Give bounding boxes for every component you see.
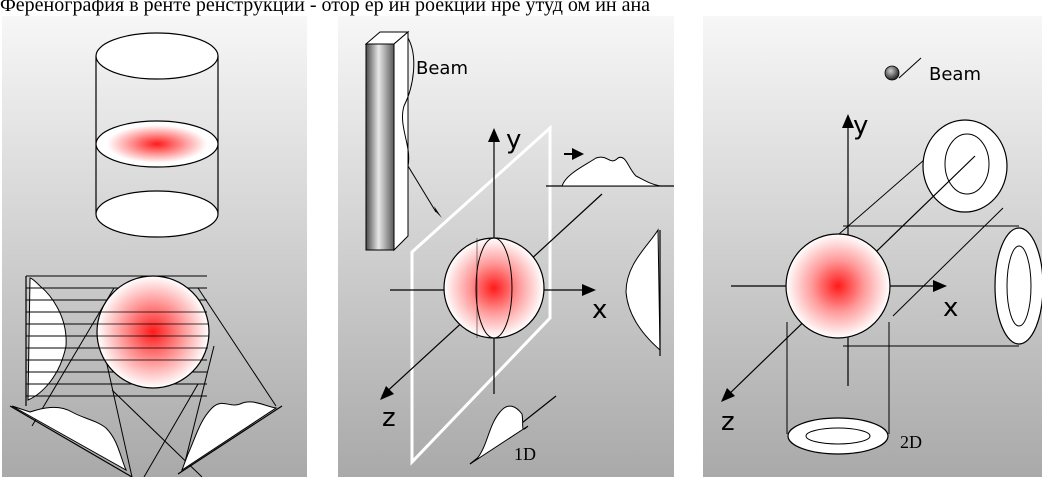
sphere-meridian (475, 237, 513, 339)
cylinder (95, 56, 219, 214)
panel-1d-projection: Beam y x z 1D (338, 16, 674, 477)
x-axis-label: x (943, 293, 958, 323)
slice-red-spot (107, 125, 207, 163)
right-tube-lines (843, 225, 1019, 347)
right-ring-inner (1006, 245, 1032, 327)
beam-label: Beam (929, 64, 981, 85)
beam-bar (364, 30, 410, 252)
z-axis-label: z (721, 407, 735, 437)
object-sphere (443, 237, 545, 339)
projection-arrow (572, 148, 584, 160)
panel-2d-projection: Beam y x z 2D (703, 16, 1042, 477)
beam-label: Beam (416, 58, 468, 79)
object-sphere (96, 275, 210, 389)
right-profile (625, 228, 661, 352)
projection-label: 1D (514, 444, 536, 464)
caption-text: Ференография в ренте ренструкции - отор … (0, 0, 651, 16)
bottom-tube-lines (786, 322, 890, 434)
top-right-profile (561, 156, 661, 187)
x-axis-arrow (933, 280, 947, 292)
cylinder-top-ellipse (95, 32, 219, 80)
detector-plane (410, 124, 552, 466)
panel-background (2, 16, 307, 477)
beam-path (402, 37, 437, 213)
x-axis-label: x (592, 295, 607, 325)
y-axis-arrow (488, 128, 500, 142)
bottom-ring-inner (805, 427, 871, 445)
beam-source-ball (884, 65, 900, 81)
beam-arrowhead (430, 206, 442, 218)
y-axis-label: y (853, 111, 868, 141)
bottom-left-profile (11, 405, 128, 472)
z-axis-arrow (721, 388, 735, 402)
x-axis-arrow (582, 284, 596, 296)
bottom-profile (469, 405, 529, 465)
projection-label: 2D (900, 432, 922, 452)
left-profile (27, 277, 67, 401)
cylinder-bottom-ellipse (95, 190, 219, 238)
bottom-right-profile (180, 401, 278, 472)
y-axis-label: y (506, 125, 521, 155)
y-axis-arrow (842, 114, 854, 128)
z-axis-label: z (382, 403, 396, 433)
object-sphere (785, 233, 891, 339)
z-axis-arrow (380, 386, 394, 400)
panel-cylinder-tomography (2, 16, 307, 477)
